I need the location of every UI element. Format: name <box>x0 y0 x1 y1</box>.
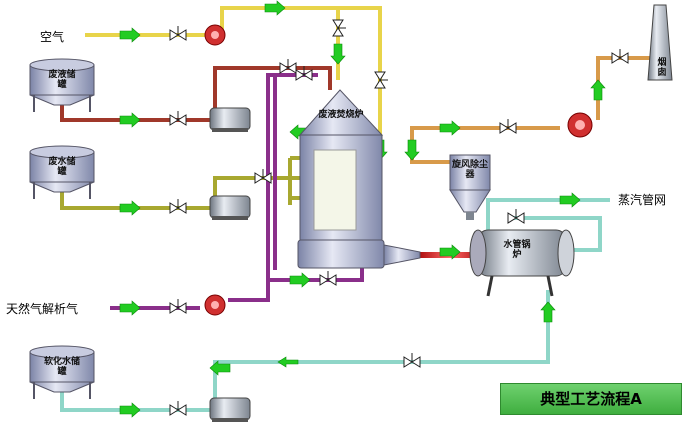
valve-gas-burner[interactable] <box>319 271 337 286</box>
tank-soft-water <box>29 345 95 399</box>
gas-fan <box>204 294 226 316</box>
steam-network-label: 蒸汽管网 <box>618 193 667 207</box>
valve-waste-liquid[interactable] <box>169 111 187 126</box>
tank-waste-liquid-label: 废液储罐 <box>48 70 76 90</box>
tank-waste-liquid <box>29 58 95 112</box>
flue-gas-pipe <box>410 56 660 164</box>
valve-soft-water-mid[interactable] <box>403 353 421 368</box>
pump-waste-water <box>209 195 251 220</box>
air-fan <box>204 24 226 46</box>
tank-waste-water <box>29 145 95 199</box>
tank-waste-water-label: 废水储罐 <box>48 157 76 177</box>
valve-soft-water[interactable] <box>169 401 187 416</box>
dust-remover-label: 旋风除尘器 <box>452 160 489 180</box>
valve-chimney[interactable] <box>611 49 629 64</box>
valve-air-right[interactable] <box>374 71 388 89</box>
pump-waste-liquid <box>209 107 251 132</box>
valve-waste-liquid-top[interactable] <box>279 59 297 74</box>
diagram-title: 典型工艺流程A <box>500 383 682 415</box>
valve-steam[interactable] <box>507 209 525 224</box>
valve-gas-top[interactable] <box>295 66 313 81</box>
cyclone-dust-remover <box>449 154 491 220</box>
flue-fan <box>567 112 593 138</box>
pump-soft-water <box>209 397 251 422</box>
valve-flue[interactable] <box>499 119 517 134</box>
valve-gas[interactable] <box>169 299 187 314</box>
chimney-label: 烟囱 <box>657 58 667 78</box>
incinerator <box>297 89 421 269</box>
air-label: 空气 <box>40 30 65 44</box>
water-tube-boiler <box>469 229 575 297</box>
incinerator-label: 废液焚烧炉 <box>318 110 364 120</box>
valves[interactable] <box>169 19 629 416</box>
valve-waste-water-mid[interactable] <box>254 169 272 184</box>
chimney <box>647 4 673 81</box>
valve-air[interactable] <box>169 26 187 41</box>
valve-waste-water[interactable] <box>169 199 187 214</box>
natural-gas-label: 天然气解析气 <box>6 302 79 316</box>
valve-air-top[interactable] <box>332 19 346 37</box>
boiler-label: 水管锅炉 <box>503 240 531 260</box>
tank-soft-water-label: 软化水储罐 <box>44 357 81 377</box>
